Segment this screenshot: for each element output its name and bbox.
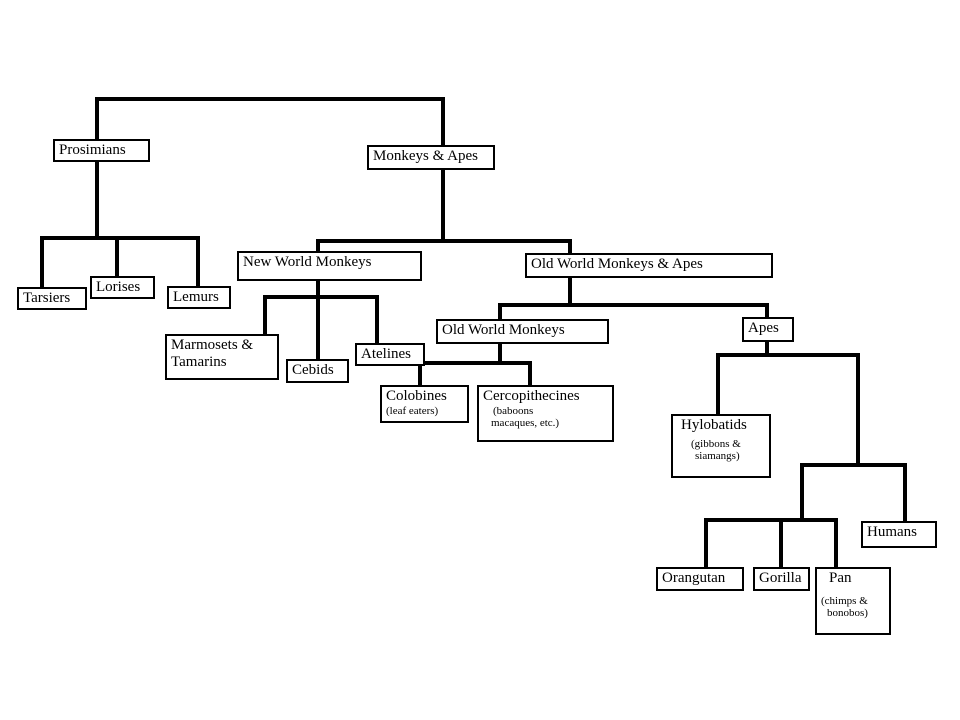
node-label: Monkeys & Apes (373, 148, 478, 164)
node-orangutan: Orangutan (656, 567, 744, 591)
node-note: (leaf eaters) (386, 404, 439, 417)
node-note-line-2: bonobos) (827, 607, 868, 620)
node-lemurs: Lemurs (167, 286, 231, 309)
node-label: Gorilla (759, 570, 802, 586)
node-marmosets-tamarins: Marmosets & Tamarins (165, 334, 279, 380)
node-note-line-2: macaques, etc.) (491, 417, 560, 430)
node-label: Prosimians (59, 142, 126, 158)
node-prosimians: Prosimians (53, 139, 150, 162)
node-cercopithecines: Cercopithecines (baboons macaques, etc.) (477, 385, 614, 442)
node-label: Hylobatids (681, 417, 747, 433)
node-label: Pan (829, 570, 852, 586)
node-note-line-1: (baboons (493, 404, 534, 417)
node-old-world-monkeys: Old World Monkeys (436, 319, 609, 344)
node-tarsiers: Tarsiers (17, 287, 87, 310)
node-label: Lorises (96, 279, 141, 295)
node-label: Humans (867, 524, 917, 540)
node-label-line-2: Tamarins (171, 353, 227, 370)
node-humans: Humans (861, 521, 937, 548)
node-new-world-monkeys: New World Monkeys (237, 251, 422, 281)
node-old-world-monkeys-and-apes: Old World Monkeys & Apes (525, 253, 773, 278)
node-atelines: Atelines (355, 343, 425, 366)
node-label: Colobines (386, 388, 447, 404)
node-label: New World Monkeys (243, 254, 372, 270)
node-label-line-1: Marmosets & (171, 337, 254, 353)
node-monkeys-and-apes: Monkeys & Apes (367, 145, 495, 170)
node-label: Apes (748, 320, 779, 336)
node-label: Tarsiers (23, 290, 71, 306)
node-gorilla: Gorilla (753, 567, 810, 591)
node-hylobatids: Hylobatids (gibbons & siamangs) (671, 414, 771, 478)
node-note-line-1: (gibbons & (691, 437, 741, 450)
node-apes: Apes (742, 317, 794, 342)
node-note-line-2: siamangs) (695, 450, 740, 463)
node-label: Lemurs (173, 289, 219, 305)
node-label: Cebids (292, 362, 334, 378)
node-label: Cercopithecines (483, 388, 580, 404)
node-lorises: Lorises (90, 276, 155, 299)
node-label: Orangutan (662, 570, 726, 586)
node-label: Old World Monkeys & Apes (531, 256, 703, 272)
node-cebids: Cebids (286, 359, 349, 383)
node-note-line-1: (chimps & (821, 594, 868, 607)
node-label: Old World Monkeys (442, 322, 565, 338)
node-colobines: Colobines (leaf eaters) (380, 385, 469, 423)
node-label: Atelines (361, 346, 411, 362)
node-pan: Pan (chimps & bonobos) (815, 567, 891, 635)
